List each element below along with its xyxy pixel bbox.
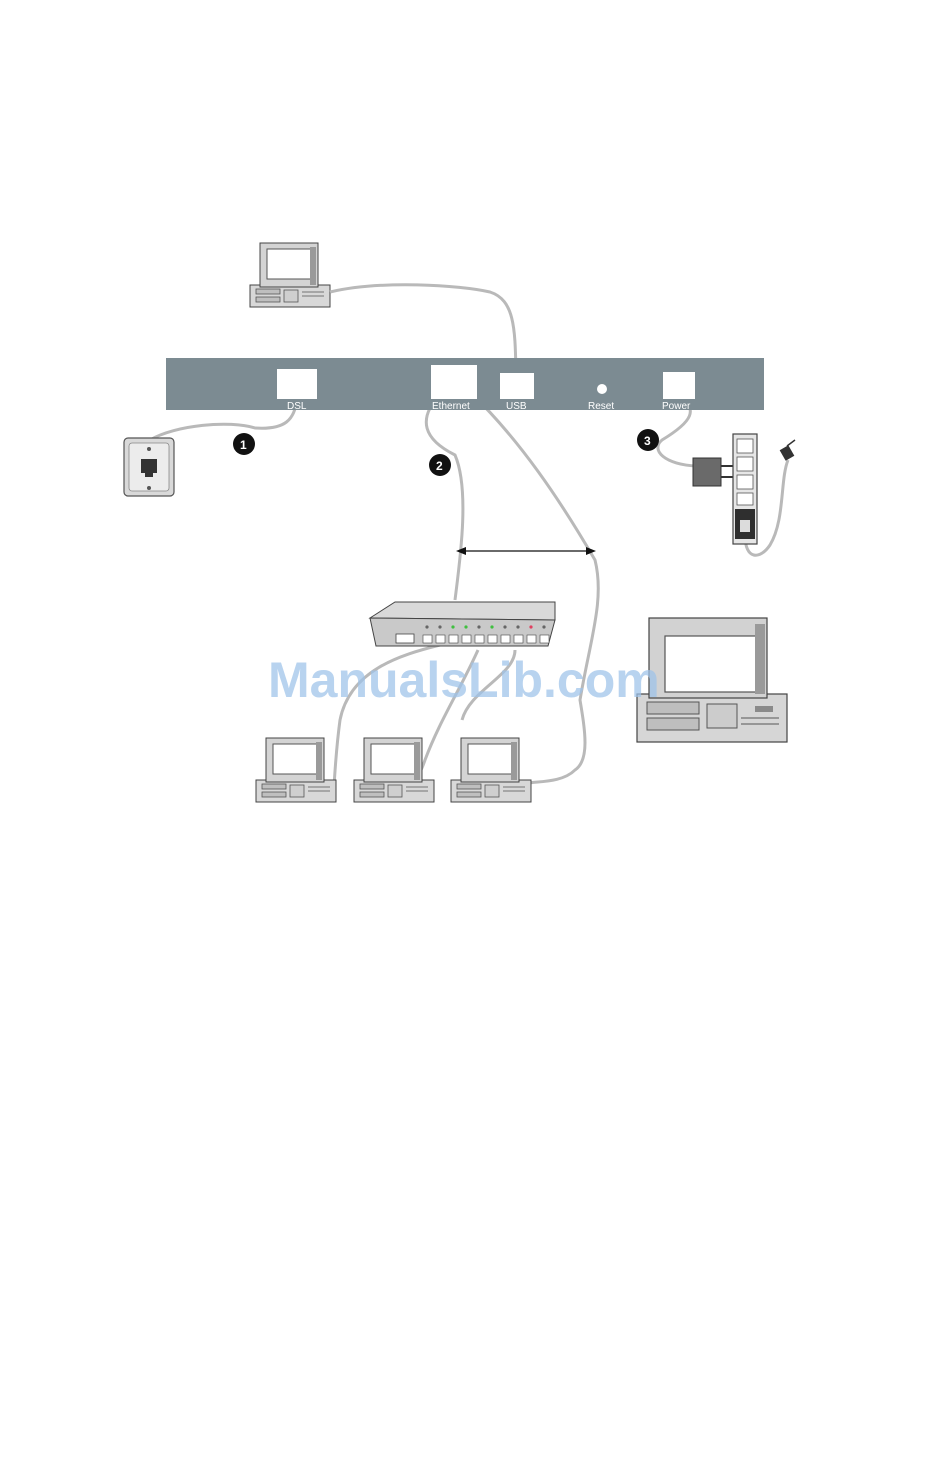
lan-computer-2 — [354, 738, 434, 802]
usb-computer — [250, 243, 330, 307]
callout-1: 1 — [233, 433, 255, 455]
dsl-port — [277, 369, 317, 399]
reset-label: Reset — [588, 401, 614, 412]
lan-computer-3 — [451, 738, 531, 802]
ethernet-cable-to-pc — [470, 392, 598, 785]
double-headed-arrow — [456, 547, 596, 555]
usb-port — [500, 373, 534, 399]
lan-computer-1 — [256, 738, 336, 802]
power-adapter — [693, 458, 735, 486]
router-back-panel: DSL Ethernet USB Reset Power — [166, 358, 764, 412]
ethernet-hub — [370, 602, 555, 646]
callout-3: 3 — [637, 429, 659, 451]
dsl-label: DSL — [287, 401, 307, 412]
power-strip — [733, 434, 795, 544]
watermark: ManualsLib.com — [268, 652, 660, 708]
ethernet-cable-to-hub — [426, 392, 463, 600]
power-label: Power — [662, 401, 691, 412]
ethernet-label: Ethernet — [432, 401, 470, 412]
wall-phone-jack — [124, 438, 174, 496]
callout-1-number: 1 — [240, 438, 247, 452]
ethernet-port — [431, 365, 477, 399]
callout-2: 2 — [429, 454, 451, 476]
power-port — [663, 372, 695, 399]
reset-button — [597, 384, 607, 394]
usb-label: USB — [506, 401, 527, 412]
callout-3-number: 3 — [644, 434, 651, 448]
callout-2-number: 2 — [436, 459, 443, 473]
